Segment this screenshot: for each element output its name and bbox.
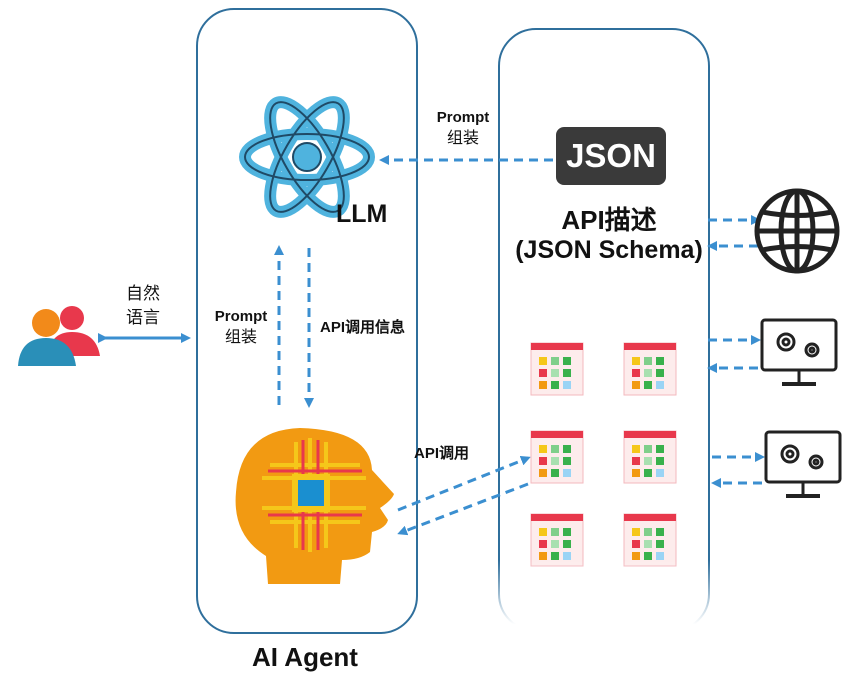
prompt-left-label: Prompt 组装 bbox=[206, 307, 276, 349]
agent-panel-title: AI Agent bbox=[252, 642, 358, 672]
prompt-top-label: Prompt 组装 bbox=[428, 108, 498, 150]
natural-language-line1: 自然 bbox=[126, 284, 160, 303]
globe-icon bbox=[754, 188, 840, 274]
app-window-grid-icon bbox=[623, 513, 677, 567]
json-badge: JSON bbox=[556, 127, 666, 185]
api-call-label: API调用 bbox=[414, 445, 470, 462]
ai-head-chip-icon bbox=[235, 428, 394, 584]
atom-icon bbox=[239, 96, 375, 218]
prompt-left-line1: Prompt bbox=[214, 308, 268, 325]
natural-language-line2: 语言 bbox=[126, 308, 160, 327]
natural-language-label: 自然 语言 bbox=[118, 282, 168, 330]
llm-label: LLM bbox=[336, 200, 388, 228]
prompt-top-line2: 组装 bbox=[446, 130, 479, 147]
app-window-grid-icon bbox=[530, 342, 584, 396]
monitor-gears-icon bbox=[764, 430, 842, 498]
app-window-grid-icon bbox=[623, 430, 677, 484]
monitor-gears-icon bbox=[760, 318, 838, 386]
app-window-grid-icon bbox=[530, 430, 584, 484]
api-call-info-label: API调用信息 bbox=[320, 319, 406, 336]
bottom-fade bbox=[480, 560, 740, 677]
app-window-grid-icon bbox=[530, 513, 584, 567]
arrow-api-to-agent bbox=[397, 482, 529, 536]
prompt-left-line2: 组装 bbox=[224, 329, 257, 346]
api-desc-line2: (JSON Schema) bbox=[515, 236, 703, 264]
app-window-grid-icon bbox=[623, 342, 677, 396]
prompt-top-line1: Prompt bbox=[436, 109, 490, 126]
users-icon bbox=[18, 306, 100, 366]
arrow-agent-to-api bbox=[397, 455, 531, 512]
api-desc-line1: API描述 bbox=[561, 205, 657, 235]
